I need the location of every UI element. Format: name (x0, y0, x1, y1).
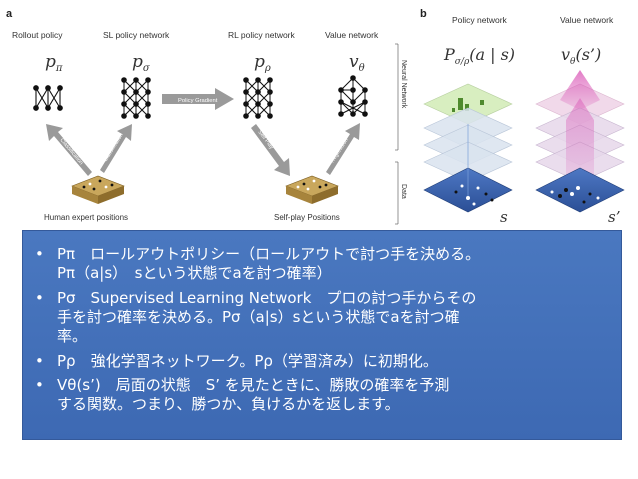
self-play-positions-label: Self-play Positions (274, 213, 340, 222)
value-network-label: Value network (325, 30, 379, 40)
panel-b: b Policy network Value network Pσ/ρ(a | … (420, 8, 625, 226)
value-network-icon (338, 75, 368, 117)
rl-symbol: p (254, 52, 265, 72)
regression-label: Regression (330, 137, 350, 164)
svg-text:Pσ/ρ(a | s): Pσ/ρ(a | s) (443, 45, 515, 67)
alphago-figure: a Rollout policy SL policy network RL po… (6, 8, 625, 226)
state-s-label: s (500, 208, 508, 226)
human-expert-board (71, 175, 125, 204)
sl-network-icon (121, 77, 151, 119)
neural-network-bracket-label: Neural Network (400, 60, 407, 109)
svg-text:vθ(s’): vθ(s’) (561, 45, 601, 67)
bullet-marker: • (35, 376, 44, 394)
human-expert-positions-label: Human expert positions (44, 213, 128, 222)
sl-subscript: σ (143, 63, 151, 74)
rollout-policy-label: Rollout policy (12, 30, 63, 40)
sl-symbol: p (132, 52, 143, 72)
rollout-network-icon (33, 85, 63, 111)
rollout-symbol: p (45, 52, 56, 72)
policy-gradient-label: Policy Gradient (178, 98, 218, 104)
bullet-text: Pρ 強化学習ネットワーク。Pρ（学習済み）に初期化。 (57, 352, 438, 370)
rollout-subscript: π (55, 63, 63, 74)
self-play-board (285, 175, 339, 204)
svg-text:pσ: pσ (132, 52, 151, 74)
value-formula-v: v (561, 45, 570, 64)
value-network-label-b: Value network (560, 15, 614, 25)
policy-formula-sub: σ/ρ (455, 57, 470, 67)
policy-gradient-arrow: Policy Gradient (162, 88, 234, 110)
policy-formula-rest: (a | s) (469, 45, 515, 64)
self-play-label: Self Play (256, 130, 274, 151)
classification-label-2: Classification (103, 132, 125, 163)
classification-arrow-right: Classification (100, 124, 132, 173)
bullet-marker: • (35, 245, 44, 263)
bullet-marker: • (35, 352, 44, 370)
state-s-prime-label: s’ (608, 208, 620, 226)
bullet-text: Pσ Supervised Learning Network プロの討つ手からそ… (57, 289, 477, 345)
bullet-marker: • (35, 289, 44, 307)
classification-arrow-left: Classification (46, 124, 92, 176)
classification-label-1: Classification (58, 137, 83, 166)
self-play-arrow: Self Play (251, 124, 290, 176)
value-formula-sub: θ (570, 57, 576, 67)
sl-policy-label: SL policy network (103, 30, 170, 40)
regression-arrow: Regression (326, 123, 360, 175)
value-plane-stack: s’ (535, 70, 625, 226)
rl-policy-label: RL policy network (228, 30, 296, 40)
rl-subscript: ρ (264, 63, 271, 74)
rl-network-icon (243, 77, 273, 119)
data-bracket-label: Data (400, 184, 407, 199)
panel-a-letter: a (6, 8, 13, 20)
value-formula-rest: (s’) (575, 45, 601, 64)
bullet-text-box: • Pπ ロールアウトポリシー（ロールアウトで討つ手を決める。 Pπ（a|s） … (22, 230, 622, 440)
value-symbol: v (349, 52, 359, 72)
policy-network-label: Policy network (452, 15, 508, 25)
policy-formula-p: P (443, 45, 455, 64)
svg-text:vθ: vθ (349, 52, 365, 74)
svg-text:pρ: pρ (254, 52, 271, 74)
panel-a: a Rollout policy SL policy network RL po… (6, 8, 407, 225)
bullet-text: Pπ ロールアウトポリシー（ロールアウトで討つ手を決める。 Pπ（a|s） sと… (57, 245, 481, 282)
policy-plane-stack: s (423, 83, 513, 226)
svg-text:pπ: pπ (45, 52, 63, 74)
bullet-text: Vθ(s’) 局面の状態 S’ を見たときに、勝敗の確率を予測 する関数。つまり… (57, 376, 450, 413)
panel-b-letter: b (420, 8, 427, 20)
value-subscript: θ (359, 63, 365, 74)
